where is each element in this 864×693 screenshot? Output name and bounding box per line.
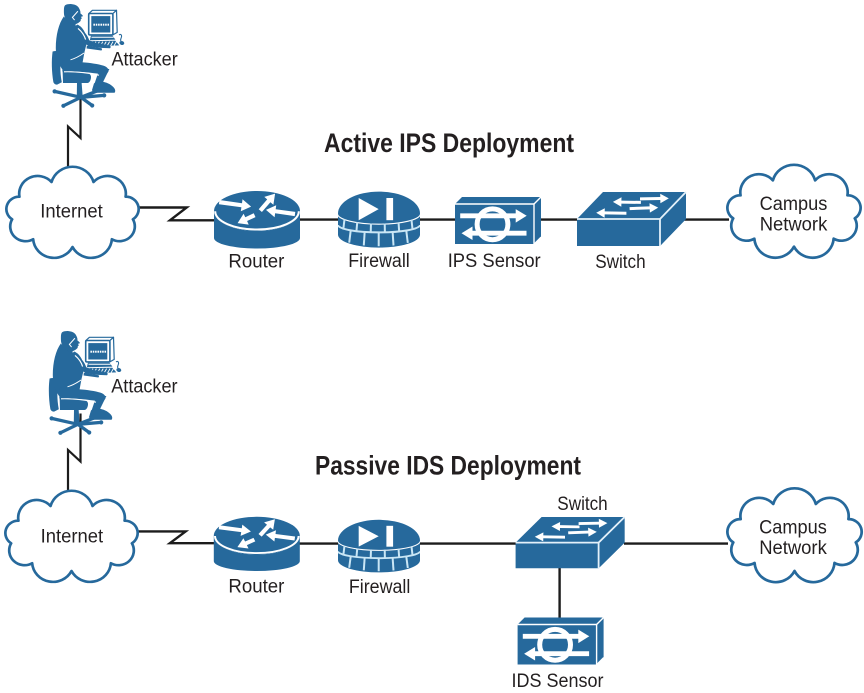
svg-text:Internet: Internet — [41, 527, 104, 548]
svg-text:Firewall: Firewall — [349, 577, 411, 598]
svg-text:Attacker: Attacker — [111, 377, 178, 398]
svg-text:Passive IDS Deployment: Passive IDS Deployment — [315, 451, 581, 481]
svg-text:Campus: Campus — [759, 518, 827, 539]
svg-text:Internet: Internet — [40, 201, 103, 222]
svg-text:IPS Sensor: IPS Sensor — [448, 251, 542, 272]
svg-text:Switch: Switch — [595, 252, 645, 273]
svg-text:Router: Router — [228, 252, 285, 273]
svg-text:Switch: Switch — [557, 494, 607, 515]
svg-text:Router: Router — [228, 576, 285, 597]
svg-text:Network: Network — [760, 215, 828, 236]
svg-text:Campus: Campus — [760, 194, 828, 215]
svg-text:Network: Network — [759, 538, 827, 559]
svg-text:Active IPS Deployment: Active IPS Deployment — [324, 128, 574, 158]
svg-text:Attacker: Attacker — [111, 50, 178, 71]
svg-text:IDS Sensor: IDS Sensor — [512, 671, 605, 688]
svg-text:Firewall: Firewall — [348, 251, 410, 272]
